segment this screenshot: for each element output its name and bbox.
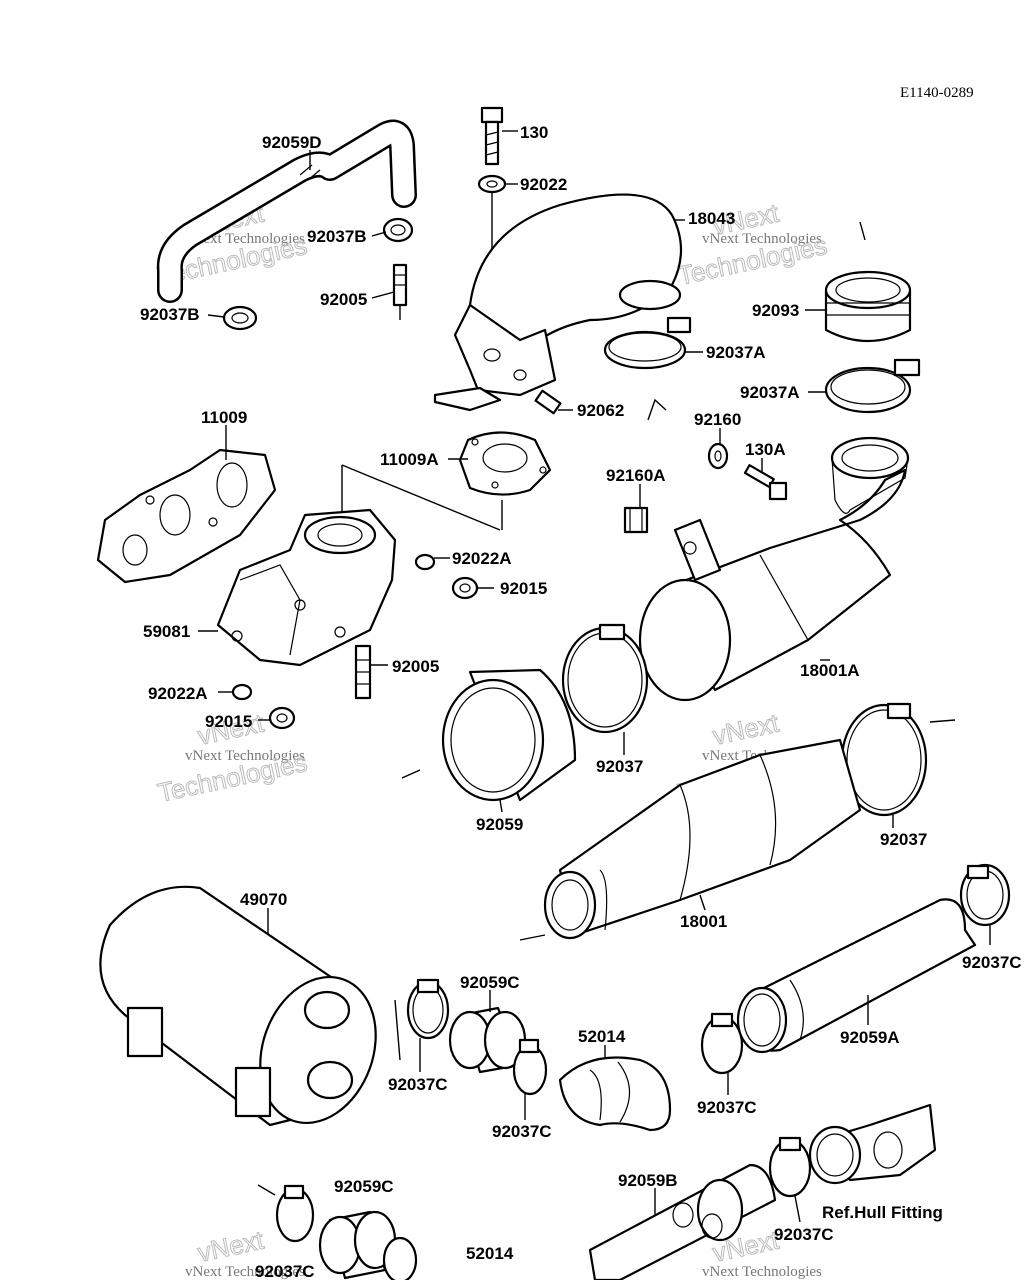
manifold-59081 xyxy=(216,508,397,667)
label-92037-left: 92037 xyxy=(596,757,643,776)
label-92037-right: 92037 xyxy=(880,830,927,849)
clamp-92037-right xyxy=(840,702,928,817)
clamp-92037-left xyxy=(561,623,649,734)
clamp-92037b-lower xyxy=(222,305,258,331)
gasket-11009 xyxy=(96,448,277,584)
part-labels: 130 92022 92059D 18043 92037B 92005 9203… xyxy=(140,123,1022,1280)
label-92037c-d: 92037C xyxy=(962,953,1022,972)
muffler-49070 xyxy=(99,885,377,1127)
bolt-92062 xyxy=(534,389,562,415)
label-92059c-a: 92059C xyxy=(460,973,520,992)
label-92022a-lower: 92022A xyxy=(148,684,208,703)
label-92037c-b: 92037C xyxy=(492,1122,552,1141)
nut-92160a xyxy=(623,506,649,534)
label-130: 130 xyxy=(520,123,548,142)
fitting-92005-lower xyxy=(354,644,372,700)
label-92093: 92093 xyxy=(752,301,799,320)
fitting-92005-upper xyxy=(392,263,408,320)
label-92005-lower: 92005 xyxy=(392,657,439,676)
hose-92059b xyxy=(588,1163,777,1280)
label-92015-upper: 92015 xyxy=(500,579,547,598)
clamp-92037c-c xyxy=(700,1012,744,1075)
label-92059c-b: 92059C xyxy=(334,1177,394,1196)
clamp-92037c-b xyxy=(512,1038,548,1096)
coupler-92059 xyxy=(441,668,577,802)
clamp-92037b-upper xyxy=(382,217,414,243)
hose-92059c-b xyxy=(318,1210,397,1280)
label-92022: 92022 xyxy=(520,175,567,194)
clamp-92037c-e xyxy=(275,1184,315,1243)
label-92037a-right: 92037A xyxy=(740,383,800,402)
clamp-92037a-left xyxy=(603,316,692,370)
label-18001a: 18001A xyxy=(800,661,860,680)
label-92160: 92160 xyxy=(694,410,741,429)
bolt-130a xyxy=(743,464,788,501)
leader-lines xyxy=(198,130,991,1223)
pipe-18001a xyxy=(638,436,910,702)
bolt-130 xyxy=(480,106,504,166)
label-52014-a: 52014 xyxy=(578,1027,626,1046)
drawing-code: E1140-0289 xyxy=(900,85,974,101)
label-92037c-a: 92037C xyxy=(388,1075,448,1094)
label-92015-lower: 92015 xyxy=(205,712,252,731)
label-92037c-c: 92037C xyxy=(697,1098,757,1117)
clamp-92037c-f xyxy=(382,1236,418,1280)
label-92059b: 92059B xyxy=(618,1171,678,1190)
watermark-text: vNext Technologies xyxy=(185,1264,305,1280)
hull-fitting xyxy=(808,1103,937,1185)
label-92037c-g: 92037C xyxy=(774,1225,834,1244)
label-52014-b: 52014 xyxy=(466,1244,514,1263)
label-49070: 49070 xyxy=(240,890,287,909)
label-18043: 18043 xyxy=(688,209,735,228)
nut-92015-lower xyxy=(268,706,296,730)
sleeve-92093 xyxy=(824,270,912,343)
label-92037c-f: 92037C xyxy=(255,1262,315,1280)
watermark-text: vNext Technologies xyxy=(185,748,305,764)
label-92005-upper: 92005 xyxy=(320,290,367,309)
label-92059a: 92059A xyxy=(840,1028,900,1047)
watermark-text: vNext Technologies xyxy=(702,231,822,247)
label-92160a: 92160A xyxy=(606,466,666,485)
hose-92059a xyxy=(736,898,977,1054)
washer-92022a-upper xyxy=(414,553,436,571)
label-92062: 92062 xyxy=(577,401,624,420)
label-92059d: 92059D xyxy=(262,133,322,152)
nut-92015-upper xyxy=(451,576,479,600)
clamp-92037c-d xyxy=(959,863,1011,927)
elbow-52014-a xyxy=(558,1056,672,1132)
label-130a: 130A xyxy=(745,440,786,459)
label-92059: 92059 xyxy=(476,815,523,834)
reference-marks xyxy=(257,221,956,1196)
label-92037b-upper: 92037B xyxy=(307,227,367,246)
gasket-11009a xyxy=(458,431,552,496)
washer-92022a-lower xyxy=(231,683,253,701)
label-92022a-upper: 92022A xyxy=(452,549,512,568)
exhaust-pipe-18043 xyxy=(433,193,682,412)
watermark-text: vNext Technologies xyxy=(702,1264,822,1280)
pipe-18001 xyxy=(543,738,862,940)
hose-92059c-a xyxy=(448,1006,527,1074)
washer-92022 xyxy=(477,174,507,194)
label-59081: 59081 xyxy=(143,622,190,641)
clamp-92037c-a xyxy=(406,978,450,1040)
watermark-text: vNext xyxy=(710,708,782,751)
clamp-92037a-right xyxy=(824,358,921,414)
washer-92160 xyxy=(707,442,729,470)
clamp-92037c-g xyxy=(768,1136,812,1198)
label-11009: 11009 xyxy=(201,408,247,427)
label-92037a-left: 92037A xyxy=(706,343,766,362)
label-18001: 18001 xyxy=(680,912,727,931)
label-ref-hull-fitting: Ref.Hull Fitting xyxy=(822,1203,943,1222)
label-11009a: 11009A xyxy=(380,450,439,469)
label-92037b-lower: 92037B xyxy=(140,305,200,324)
